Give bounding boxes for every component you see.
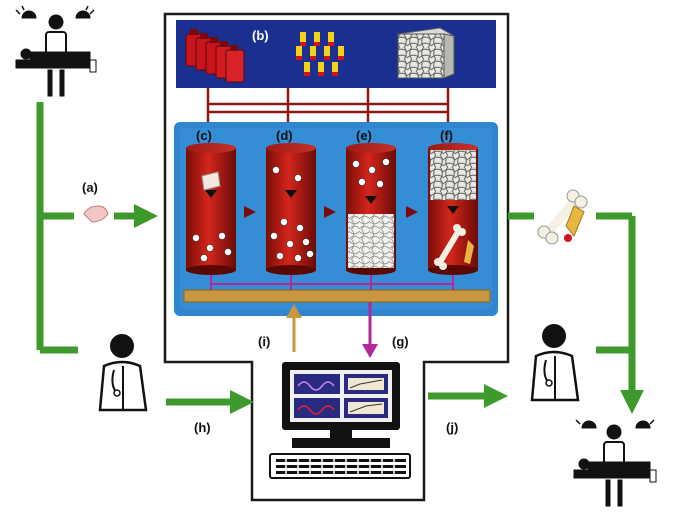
computer-monitor-icon [282, 362, 400, 448]
vials-icon [296, 32, 344, 76]
signal-lines [210, 275, 454, 290]
label-i: (i) [258, 334, 271, 349]
cylinder-f [428, 143, 478, 275]
label-g: (g) [392, 334, 409, 349]
bottles-icon [185, 29, 245, 83]
keyboard-icon [269, 453, 411, 479]
arrow-right-icon [484, 384, 508, 408]
scientist-icon [98, 334, 148, 412]
label-d: (d) [276, 128, 293, 143]
bone-icon [434, 224, 474, 270]
label-e: (e) [356, 128, 372, 143]
cylinder-e [346, 143, 396, 275]
stage-arrows [244, 206, 418, 218]
label-a: (a) [82, 180, 98, 195]
label-c: (c) [196, 128, 212, 143]
cells [192, 158, 390, 262]
label-j: (j) [446, 420, 459, 435]
arrow-down-icon [620, 390, 644, 414]
scientist-icon [530, 324, 580, 402]
bone-implant-icon [537, 189, 588, 245]
base-plate [183, 289, 491, 303]
patient-on-bed-icon [573, 419, 657, 507]
scaffold-cube-icon [396, 27, 456, 79]
arrow-up-icon [286, 304, 302, 318]
feed-lines [206, 88, 450, 122]
label-b: (b) [252, 28, 269, 43]
flow-right [428, 212, 636, 400]
arrow-right-icon [230, 390, 254, 414]
label-f: (f) [440, 128, 453, 143]
label-h: (h) [194, 420, 211, 435]
arrow-down-icon [362, 344, 378, 358]
flow-left [36, 102, 232, 406]
tissue-sample-icon [83, 205, 109, 223]
patient-on-bed-icon [15, 5, 97, 97]
arrow-right-icon [134, 204, 158, 228]
cylinder-d [266, 143, 316, 275]
